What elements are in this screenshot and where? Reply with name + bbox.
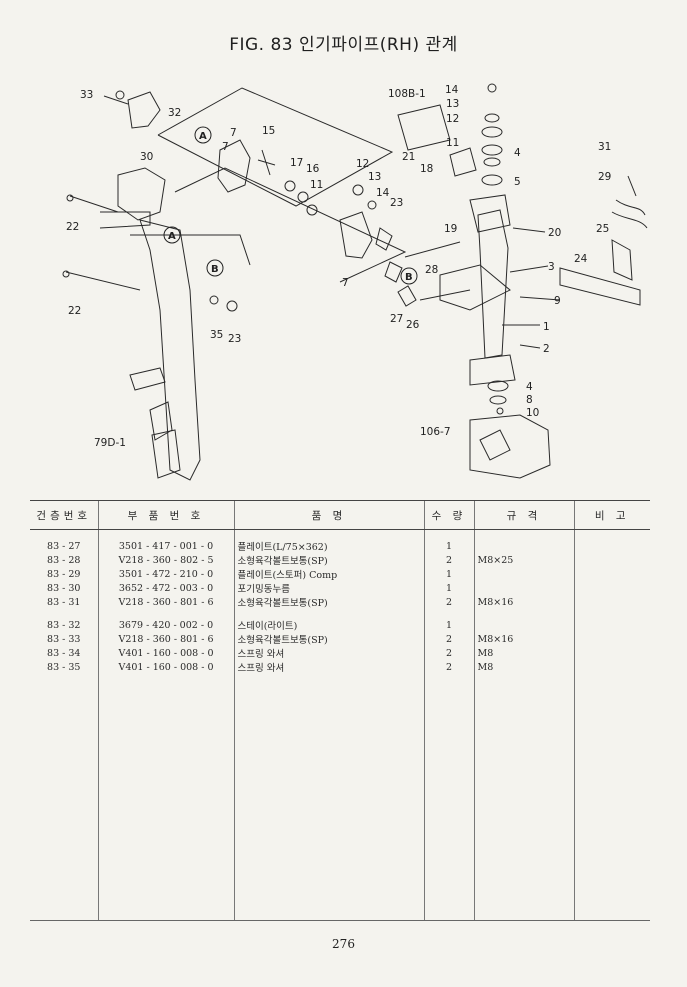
marker-a: A bbox=[168, 231, 176, 242]
page-title: FIG. 83 인기파이프(RH) 관계 bbox=[229, 35, 458, 55]
callout: 23 bbox=[390, 197, 403, 209]
marker-b-circle bbox=[400, 267, 418, 285]
callout: 11 bbox=[310, 179, 323, 191]
callout: 28 bbox=[425, 264, 438, 276]
stay-bracket-32 bbox=[127, 91, 161, 129]
callout: 25 bbox=[596, 223, 609, 235]
callout: 18 bbox=[420, 163, 433, 175]
callout: 7 bbox=[342, 277, 349, 289]
plate-27 bbox=[559, 267, 641, 306]
callout: 4 bbox=[514, 147, 521, 159]
marker-a: A bbox=[199, 131, 207, 142]
table-row: 83 - 31 V218 - 360 - 801 - 6 소형육각볼트보통(SP… bbox=[30, 595, 650, 609]
exploded-parts-diagram: A A B B 33 32 30 22 22 35 23 79D-1 7 15 … bbox=[62, 83, 648, 481]
callout: 13 bbox=[368, 171, 381, 183]
table-row: 83 - 28 V218 - 360 - 802 - 5 소형육각볼트보통(SP… bbox=[30, 553, 650, 567]
leader-line bbox=[130, 234, 251, 266]
callout: 10 bbox=[526, 407, 539, 419]
marker-b: B bbox=[211, 264, 219, 275]
callout: 14 bbox=[376, 187, 390, 199]
spring-15 bbox=[257, 149, 276, 176]
ref-108b: 108B-1 bbox=[388, 88, 426, 100]
callout: 19 bbox=[444, 223, 457, 235]
callout: 12 bbox=[356, 158, 369, 170]
callout: 3 bbox=[548, 261, 555, 273]
callout: 22 bbox=[68, 305, 81, 317]
table-row: 83 - 33 V218 - 360 - 801 - 6 소형육각볼트보통(SP… bbox=[30, 632, 650, 646]
header-name: 품 명 bbox=[233, 500, 424, 530]
callout: 32 bbox=[168, 107, 181, 119]
table-row: 83 - 32 3679 - 420 - 002 - 0 스테이(라이트) 1 bbox=[30, 618, 650, 632]
table-row: 83 - 35 V401 - 160 - 008 - 0 스프링 와셔 2 M8 bbox=[30, 660, 650, 674]
callout: 27 bbox=[390, 313, 403, 325]
parts-table: 건층번호 부 품 번 호 품 명 수 량 규 격 비 고 83 - 27 350… bbox=[30, 500, 650, 921]
header-qty: 수 량 bbox=[423, 500, 474, 530]
table-row: 83 - 30 3652 - 472 - 003 - 0 포기밍동누름 1 bbox=[30, 581, 650, 595]
header-part-no: 부 품 번 호 bbox=[97, 500, 234, 530]
callout: 30 bbox=[140, 151, 153, 163]
callout: 17 bbox=[290, 157, 303, 169]
leader-line bbox=[174, 167, 407, 283]
bracket-7-upper bbox=[217, 139, 251, 193]
callout: 29 bbox=[598, 171, 611, 183]
callout: 8 bbox=[526, 394, 533, 406]
leader-line bbox=[157, 87, 394, 207]
callout: 31 bbox=[598, 141, 611, 153]
ref-79d: 79D-1 bbox=[94, 437, 126, 449]
callout: 24 bbox=[574, 253, 588, 265]
callout: 12 bbox=[446, 113, 459, 125]
callout: 23 bbox=[228, 333, 241, 345]
lever-pipe-79d bbox=[139, 219, 201, 481]
callout: 22 bbox=[66, 221, 79, 233]
callout: 20 bbox=[548, 227, 561, 239]
callout: 13 bbox=[446, 98, 459, 110]
callout: 16 bbox=[306, 163, 320, 175]
callout: 35 bbox=[210, 329, 223, 341]
callout: 2 bbox=[543, 343, 550, 355]
callout: 5 bbox=[514, 176, 521, 188]
marker-b-circle bbox=[206, 259, 224, 277]
marker-b: B bbox=[405, 272, 413, 283]
gear-unit-106 bbox=[469, 414, 551, 479]
callout: 21 bbox=[402, 151, 415, 163]
bracket-7-lower bbox=[339, 211, 373, 259]
callout: 7 bbox=[230, 127, 237, 139]
callout: 26 bbox=[406, 319, 420, 331]
callout: 33 bbox=[80, 89, 93, 101]
leader-line bbox=[404, 241, 461, 258]
header-remark: 비 고 bbox=[573, 500, 650, 530]
bracket-24 bbox=[117, 167, 166, 221]
header-code: 건층번호 bbox=[30, 500, 98, 530]
ref-106: 106-7 bbox=[420, 426, 451, 438]
table-row: 83 - 29 3501 - 472 - 210 - 0 플레이트(스토퍼) C… bbox=[30, 567, 650, 581]
callout: 1 bbox=[543, 321, 550, 333]
page-number: 276 bbox=[332, 937, 355, 951]
callout: 4 bbox=[526, 381, 533, 393]
table-row: 83 - 27 3501 - 417 - 001 - 0 플레이트(L/75×3… bbox=[30, 539, 650, 553]
callout: 7 bbox=[222, 141, 229, 153]
marker-a-circle bbox=[194, 126, 212, 144]
steering-column-1 bbox=[477, 209, 509, 359]
table-header-row: 건층번호 부 품 번 호 품 명 수 량 규 격 비 고 bbox=[30, 500, 650, 530]
bracket-108b bbox=[397, 104, 451, 151]
callout: 11 bbox=[446, 137, 459, 149]
header-spec: 규 격 bbox=[473, 500, 574, 530]
marker-a-circle bbox=[163, 226, 181, 244]
callout: 14 bbox=[445, 84, 459, 96]
callout: 9 bbox=[554, 295, 561, 307]
table-row: 83 - 34 V401 - 160 - 008 - 0 스프링 와셔 2 M8 bbox=[30, 646, 650, 660]
callout: 15 bbox=[262, 125, 275, 137]
